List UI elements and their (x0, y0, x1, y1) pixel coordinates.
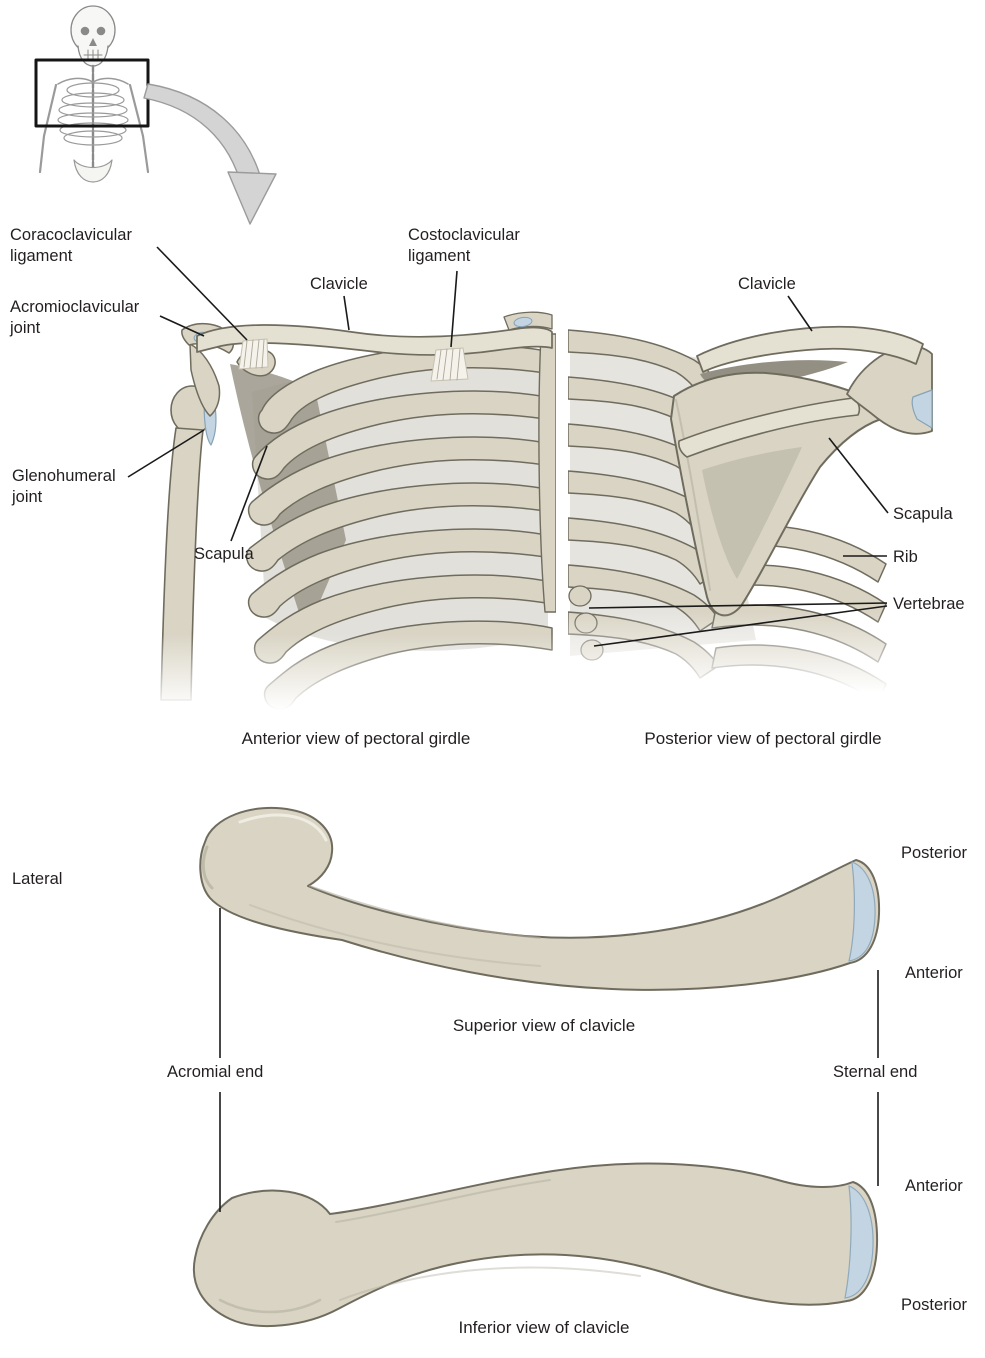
bottom-fade (160, 634, 556, 710)
label-lateral: Lateral (12, 870, 63, 888)
leader-line-costoclavicular (450, 270, 458, 348)
infraspinous-fossa-shading (702, 447, 802, 579)
label-sternal-end: Sternal end (833, 1063, 918, 1081)
mouth-teeth (83, 49, 103, 61)
glenoid-cartilage (911, 389, 933, 429)
acromion-process (846, 345, 933, 435)
label-glenohumeral-joint: Glenohumeral joint (12, 467, 116, 507)
skeleton-inset-illustration (34, 5, 277, 225)
superior-clavicle-bone (199, 806, 881, 991)
coracoclavicular-ligament-fibers (243, 339, 265, 369)
sternal-cartilage-fragment (513, 316, 533, 328)
leader-lines (127, 246, 889, 1212)
label-posterior-inferior: Posterior (901, 1296, 968, 1314)
acromial-blob-shading (218, 1298, 322, 1314)
clavicle-bone-posterior (696, 325, 924, 373)
label-acromioclavicular-joint: Acromioclavicular joint (10, 298, 140, 338)
leader-line-clavicle-anterior (343, 295, 350, 331)
label-vertebrae: Vertebrae (893, 595, 965, 613)
leader-line-acromioclavicular (159, 315, 205, 337)
costoclavicular-ligament-shape (430, 347, 469, 382)
leader-line-scapula-posterior (828, 437, 889, 514)
rib-shape (251, 390, 553, 480)
caption-posterior-view: Posterior view of pectoral girdle (644, 729, 882, 748)
label-acromial-end: Acromial end (167, 1063, 264, 1081)
medial-border-line (675, 399, 711, 591)
leader-line-vertebrae-upper (588, 602, 888, 609)
scapular-spine-ridge (678, 397, 861, 458)
rib-shape (247, 436, 553, 526)
rib-shape (257, 344, 553, 434)
caption-inferior-view: Inferior view of clavicle (458, 1318, 630, 1337)
inferior-clavicle-illustration (193, 1162, 879, 1328)
anterior-view-illustration (160, 311, 556, 710)
shaft-shading-line (335, 1179, 551, 1223)
label-rib: Rib (893, 548, 918, 566)
scapula-neck (189, 343, 221, 417)
leader-line-vertebrae-lower (593, 605, 888, 647)
sternal-facet-cartilage (844, 1185, 874, 1299)
label-anterior-inferior: Anterior (905, 1177, 963, 1195)
clavicle-lines (57, 77, 129, 85)
zoom-arrow-head-icon (227, 171, 277, 225)
costoclavicular-ligament-fibers (436, 348, 461, 381)
vertebra-shape (568, 585, 592, 607)
label-scapula-anterior: Scapula (194, 545, 254, 563)
caption-anterior-view: Anterior view of pectoral girdle (241, 729, 471, 748)
leader-line-coracoclavicular (156, 246, 248, 341)
leader-line-glenohumeral (127, 429, 205, 478)
pelvis-shape (73, 159, 113, 183)
inferior-clavicle-bone (193, 1162, 879, 1328)
rib-shape (245, 482, 553, 572)
bottom-fade (568, 612, 935, 692)
sternum-edge (538, 333, 556, 613)
caption-superior-view: Superior view of clavicle (452, 1016, 636, 1035)
arm-bones (38, 83, 150, 174)
shaft-shading-line (309, 885, 541, 939)
eye-socket (80, 26, 90, 36)
label-scapula-posterior: Scapula (893, 505, 953, 523)
sternal-facet-cartilage (848, 861, 876, 962)
label-posterior-superior: Posterior (901, 844, 968, 862)
superior-clavicle-illustration (199, 806, 881, 991)
label-costoclavicular-ligament: Costoclavicular ligament (408, 226, 520, 266)
label-anterior-superior: Anterior (905, 964, 963, 982)
highlight-line (238, 813, 328, 842)
leader-line-clavicle-posterior (787, 295, 813, 332)
shaft-shading-line (339, 1266, 641, 1301)
leader-line-scapula-anterior (230, 445, 268, 542)
acromial-edge-shading (201, 845, 214, 890)
shaft-shading-line (249, 904, 541, 967)
label-coracoclavicular-ligament: Coracoclavicular ligament (10, 226, 132, 266)
label-clavicle-anterior: Clavicle (310, 275, 368, 293)
nose-shape (89, 38, 97, 46)
ribcage-arcs (57, 82, 129, 146)
eye-socket (96, 26, 106, 36)
rib-shape (247, 528, 553, 618)
posterior-view-illustration (568, 325, 935, 692)
label-clavicle-posterior: Clavicle (738, 275, 796, 293)
